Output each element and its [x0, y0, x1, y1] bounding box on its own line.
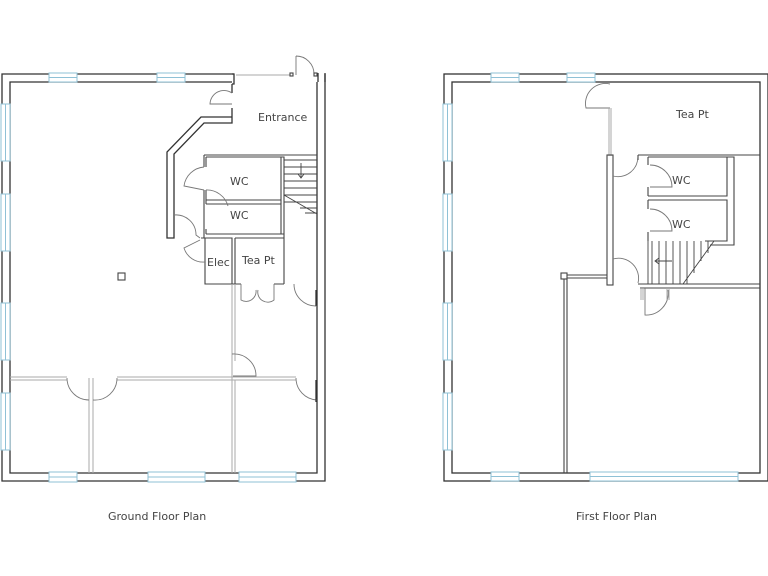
- ground-entrance-door: [289, 55, 318, 77]
- ground-core-walls: [166, 84, 318, 307]
- room-label-tea-point: Tea Pt: [241, 254, 275, 267]
- ground-column: [117, 272, 126, 281]
- room-label-first-tea-point: Tea Pt: [675, 108, 709, 121]
- ground-outer-walls: [1, 73, 326, 482]
- ground-floor-plan: Entrance WC WC Elec Tea Pt: [0, 55, 326, 483]
- room-label-first-wc-2: WC: [672, 218, 691, 231]
- ground-floor-caption: Ground Floor Plan: [108, 510, 207, 523]
- room-label-wc-1: WC: [230, 175, 249, 188]
- first-core-walls: [585, 83, 760, 316]
- first-windows: [442, 72, 739, 482]
- room-label-wc-2: WC: [230, 209, 249, 222]
- ground-windows: [0, 72, 297, 483]
- ground-partitions: [10, 284, 318, 473]
- first-stairs: [647, 240, 715, 285]
- first-partitions: [560, 272, 607, 473]
- first-floor-plan: Tea Pt WC WC: [442, 72, 768, 482]
- room-label-first-wc-1: WC: [672, 174, 691, 187]
- room-label-elec: Elec: [207, 256, 230, 269]
- first-floor-caption: First Floor Plan: [576, 510, 657, 523]
- room-label-entrance: Entrance: [258, 111, 308, 124]
- ground-stairs: [283, 159, 318, 215]
